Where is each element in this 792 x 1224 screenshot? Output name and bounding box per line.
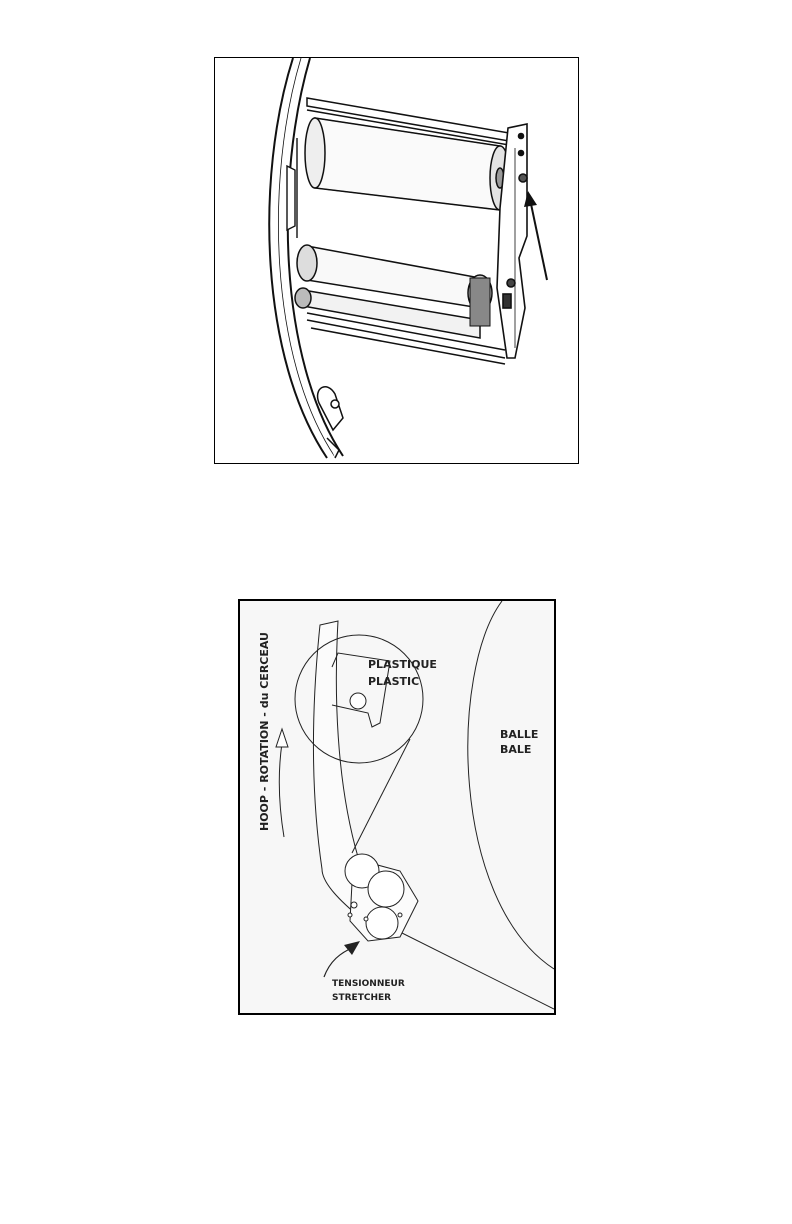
bale-label-en: BALE: [500, 743, 531, 756]
bale-label-fr: BALLE: [500, 728, 538, 741]
stretcher-schematic: PLASTIQUE PLASTIC BALLE BALE HOOP - ROTA…: [240, 601, 554, 1013]
stretcher-pointer-arrow: [324, 941, 360, 977]
roll-spindle: [350, 693, 366, 709]
stretcher-schematic-frame: PLASTIQUE PLASTIC BALLE BALE HOOP - ROTA…: [238, 599, 556, 1015]
hoop-rotation-label: HOOP - ROTATION - du CERCEAU: [258, 632, 271, 831]
plastic-label-fr: PLASTIQUE: [368, 658, 437, 671]
stretcher-label-fr: TENSIONNEUR: [332, 979, 405, 989]
bale-outline: [468, 601, 554, 969]
plastic-label-en: PLASTIC: [368, 675, 419, 688]
film-line-upper: [352, 739, 410, 853]
wrapper-illustration-frame: [214, 57, 579, 464]
stretcher-label-en: STRETCHER: [332, 993, 391, 1003]
stretcher-rollers: [295, 245, 505, 364]
film-line-lower: [390, 927, 554, 1009]
stretcher-rollers: [345, 854, 418, 941]
wrapper-illustration: [215, 58, 578, 463]
rotation-arrow: [276, 729, 288, 837]
